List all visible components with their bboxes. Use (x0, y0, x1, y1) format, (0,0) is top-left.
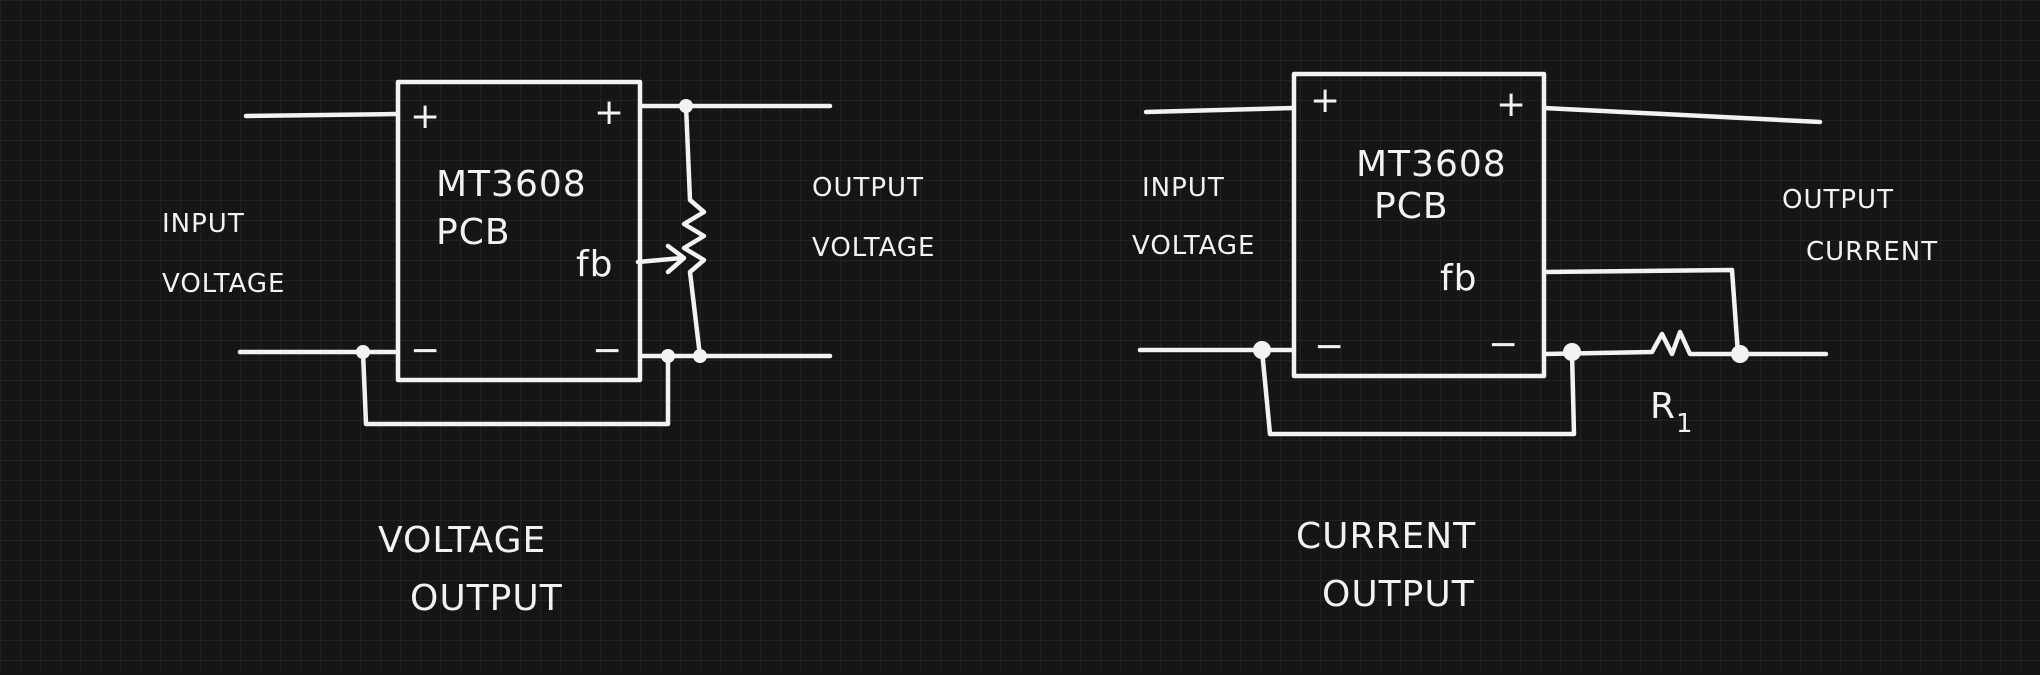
input-plus-wire-right (1143, 105, 1297, 115)
input-label-left-2: VOLTAGE (162, 269, 285, 299)
resistor-label: R1 (1650, 386, 1694, 439)
output-plus-wire-right (1541, 105, 1823, 125)
fb-sense-wire-right (1541, 267, 1741, 357)
potentiometer-left (681, 103, 707, 359)
ground-bridge-left (360, 349, 671, 427)
pin-fb-left: fb (576, 244, 614, 285)
pin-in-minus-left: − (410, 330, 441, 371)
mt3608-board-left (395, 79, 643, 383)
input-label-right-2: VOLTAGE (1132, 231, 1255, 261)
current-output-circuit: + + − − fb MT3608 PCB INPUT VOLTAGE OUTP… (1132, 71, 1938, 615)
board-title-left: MT3608 (436, 164, 587, 205)
output-label-right-2: CURRENT (1806, 237, 1938, 267)
caption-left-1: VOLTAGE (378, 520, 546, 561)
input-label-left-1: INPUT (162, 209, 245, 239)
pin-out-minus-right: − (1488, 324, 1519, 365)
output-label-left-2: VOLTAGE (812, 233, 935, 263)
resistor-label-subscript: 1 (1676, 409, 1694, 439)
caption-right-2: OUTPUT (1322, 574, 1475, 615)
resistor-label-r: R (1650, 386, 1676, 427)
ground-bridge-right (1259, 347, 1577, 437)
mt3608-board-right (1291, 71, 1547, 379)
input-label-right-1: INPUT (1142, 173, 1225, 203)
pin-out-plus-left: + (594, 92, 625, 133)
pin-in-plus-right: + (1310, 80, 1341, 121)
wiper-arrow (665, 243, 687, 275)
pin-in-minus-right: − (1314, 326, 1345, 367)
input-plus-wire-left (243, 111, 401, 119)
board-subtitle-left: PCB (436, 212, 511, 253)
pin-out-plus-right: + (1496, 84, 1527, 125)
voltage-output-circuit: + + − − fb MT3608 PCB INPUT VOLTAGE OUTP… (162, 79, 935, 619)
fb-wiper-wire-left (635, 255, 685, 265)
pin-out-minus-left: − (592, 330, 623, 371)
output-label-left-1: OUTPUT (812, 173, 924, 203)
board-title-right: MT3608 (1356, 144, 1507, 185)
pin-in-plus-left: + (410, 96, 441, 137)
board-subtitle-right: PCB (1374, 186, 1449, 227)
resistor-r1-wire (1541, 329, 1829, 357)
caption-left-2: OUTPUT (410, 578, 563, 619)
pin-fb-right: fb (1440, 258, 1478, 299)
caption-right-1: CURRENT (1296, 516, 1476, 557)
junction-dot (661, 349, 675, 363)
output-label-right-1: OUTPUT (1782, 185, 1894, 215)
junction-dot (1563, 343, 1581, 361)
